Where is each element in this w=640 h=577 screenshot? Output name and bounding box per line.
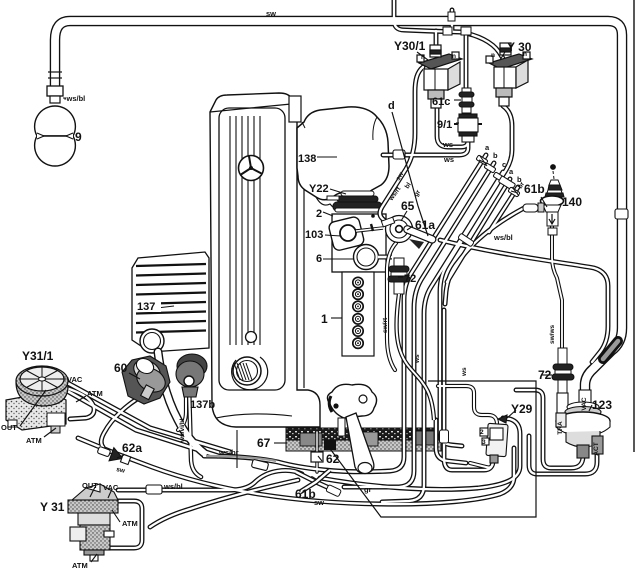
svg-text:c: c — [502, 160, 506, 169]
svg-text:ATM: ATM — [26, 436, 42, 445]
svg-text:VAC: VAC — [103, 483, 119, 492]
svg-text:Y 30: Y 30 — [507, 40, 532, 54]
svg-text:2: 2 — [480, 429, 484, 436]
svg-text:ATM: ATM — [72, 561, 88, 570]
svg-text:ws: ws — [414, 354, 421, 364]
svg-text:OUT: OUT — [1, 423, 17, 432]
svg-text:ws/bl: ws/bl — [493, 233, 513, 242]
svg-text:ws/bl: ws/bl — [163, 482, 183, 491]
svg-text:a: a — [485, 143, 490, 152]
svg-text:140: 140 — [562, 195, 582, 209]
svg-text:137b: 137b — [190, 399, 215, 411]
svg-text:67: 67 — [257, 436, 271, 450]
svg-text:ATM: ATM — [122, 519, 138, 528]
svg-text:b: b — [517, 175, 522, 184]
svg-text:62a: 62a — [122, 441, 142, 455]
svg-text:OUT: OUT — [82, 481, 98, 490]
svg-text:-ws/bl: -ws/bl — [64, 94, 85, 103]
svg-text:VAC: VAC — [581, 397, 588, 411]
svg-text:137: 137 — [137, 301, 155, 313]
svg-text:9/1: 9/1 — [437, 119, 452, 131]
svg-text:d: d — [388, 100, 395, 112]
svg-text:ws: ws — [442, 140, 453, 149]
svg-text:61a: 61a — [415, 218, 435, 232]
svg-text:Y 31: Y 31 — [40, 500, 65, 514]
svg-text:n: n — [523, 51, 527, 58]
svg-text:138: 138 — [298, 153, 316, 165]
svg-text:sw: sw — [314, 498, 324, 507]
svg-text:ws/vi/bl: ws/vi/bl — [179, 418, 186, 443]
svg-text:3: 3 — [482, 439, 486, 446]
svg-text:61b: 61b — [524, 182, 545, 196]
svg-text:61b: 61b — [295, 487, 316, 501]
svg-text:a: a — [509, 167, 514, 176]
svg-text:ws: ws — [461, 367, 468, 377]
svg-text:72: 72 — [404, 273, 416, 285]
svg-text:n: n — [491, 52, 495, 59]
svg-text:6: 6 — [316, 253, 322, 265]
svg-text:Y30/1: Y30/1 — [394, 39, 426, 53]
svg-text:ACT: ACT — [593, 442, 600, 455]
svg-text:103: 103 — [305, 229, 323, 241]
svg-text:sw: sw — [266, 9, 276, 18]
svg-text:61c: 61c — [432, 96, 450, 108]
svg-text:br: br — [517, 180, 527, 190]
svg-text:9: 9 — [75, 130, 82, 144]
svg-text:b: b — [493, 151, 498, 160]
svg-text:60: 60 — [114, 361, 128, 375]
svg-text:65: 65 — [401, 199, 415, 213]
svg-text:sw/rt: sw/rt — [382, 317, 389, 333]
svg-text:sw: sw — [116, 466, 127, 475]
svg-text:bl: bl — [404, 181, 413, 190]
svg-text:ws/br: ws/br — [218, 448, 239, 457]
svg-text:Y22: Y22 — [309, 183, 329, 195]
svg-text:ws: ws — [443, 155, 454, 164]
svg-text:n: n — [421, 54, 425, 61]
svg-text:sw/ws: sw/ws — [549, 324, 556, 344]
svg-text:sw: sw — [395, 170, 406, 182]
svg-text:VAC: VAC — [67, 375, 83, 384]
svg-text:n: n — [452, 53, 456, 60]
svg-text:gr: gr — [364, 485, 372, 494]
svg-text:72: 72 — [538, 368, 552, 382]
svg-text:1: 1 — [321, 312, 328, 326]
svg-text:Y29: Y29 — [511, 402, 533, 416]
svg-text:123: 123 — [592, 398, 612, 412]
svg-text:TRA: TRA — [557, 421, 564, 435]
svg-text:2: 2 — [316, 208, 322, 220]
svg-text:gr: gr — [413, 188, 423, 198]
svg-text:62: 62 — [326, 452, 340, 466]
svg-text:Y31/1: Y31/1 — [22, 349, 54, 363]
svg-text:ATM: ATM — [87, 389, 103, 398]
